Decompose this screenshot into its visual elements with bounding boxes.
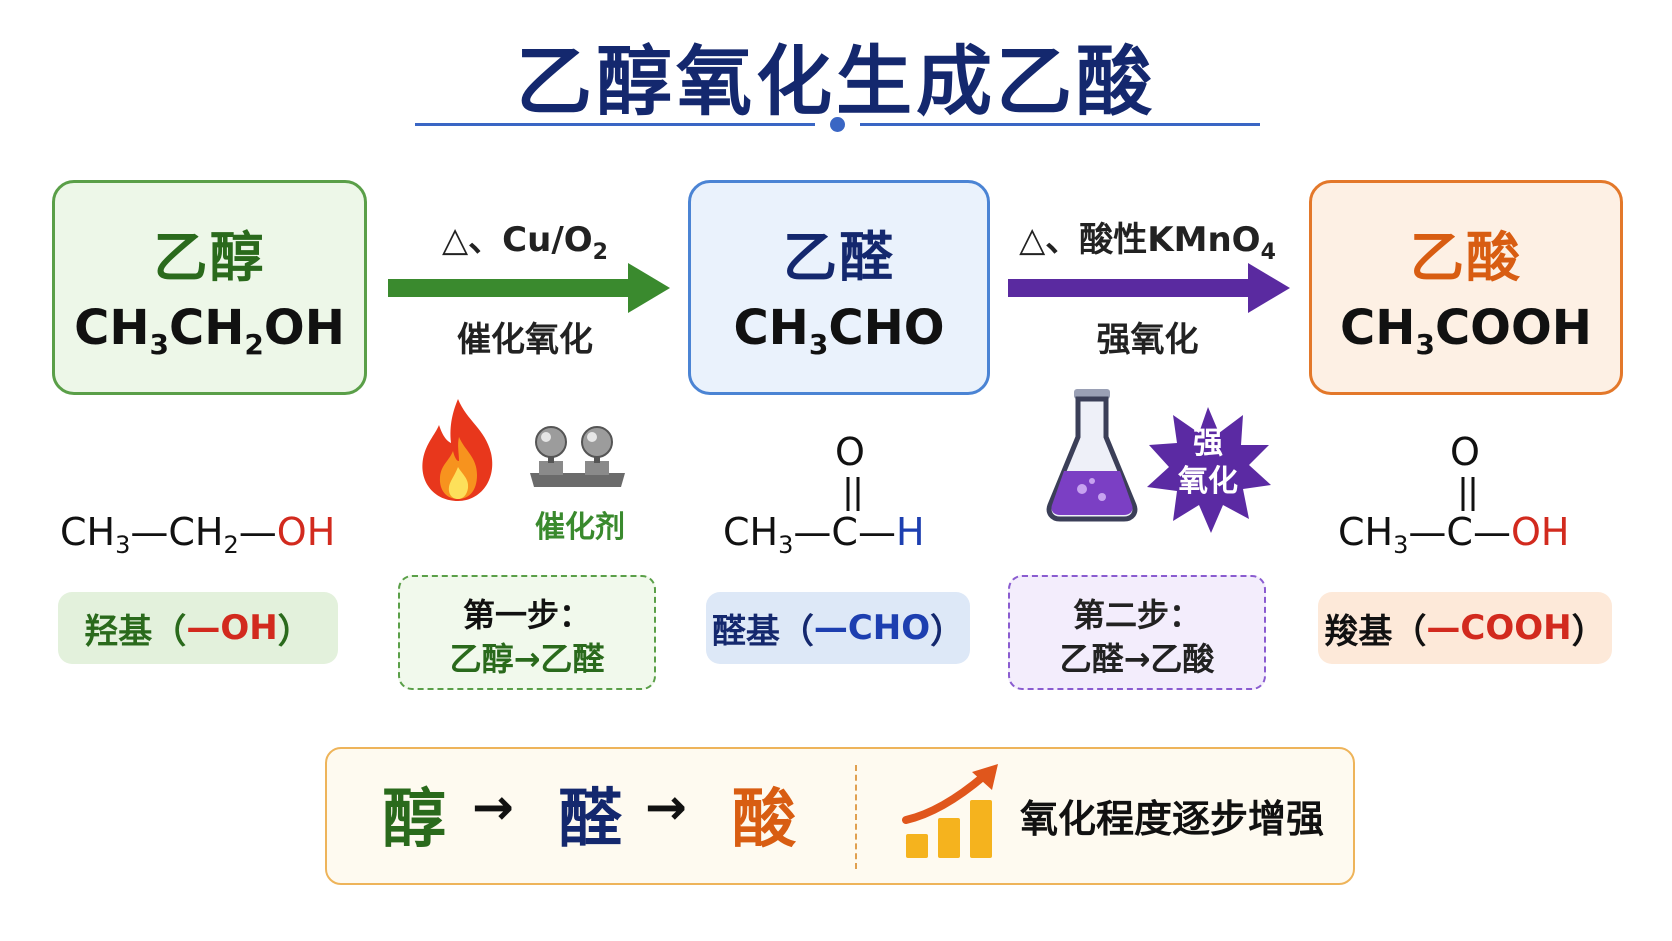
acetaldehyde-oxygen: O xyxy=(835,430,865,474)
arrow1-shape xyxy=(388,263,670,313)
step-two-box: 第二步： 乙醛→乙酸 xyxy=(1008,575,1266,690)
acetic-acid-box: 乙酸 CH3COOH xyxy=(1309,180,1623,395)
acetaldehyde-double-bond xyxy=(846,477,860,511)
catalyst-label: 催化剂 xyxy=(535,510,625,545)
flask-icon xyxy=(1046,389,1138,522)
acetic-acid-name: 乙酸 xyxy=(1410,226,1522,289)
acetaldehyde-structure: O CH3—C—H xyxy=(723,430,983,560)
burst-label: 强 氧化 xyxy=(1178,426,1238,499)
acetaldehyde-formula: CH3CHO xyxy=(733,300,945,361)
acetaldehyde-chain: CH3—C—H xyxy=(723,510,925,559)
acetaldehyde-name: 乙醛 xyxy=(783,226,895,289)
fire-icon xyxy=(422,399,493,501)
summary-alcohol: 醇 xyxy=(382,783,446,857)
growth-chart-icon xyxy=(902,764,998,858)
acetic-acid-double-bond xyxy=(1461,477,1475,511)
step-one-box: 第一步： 乙醇→乙醛 xyxy=(398,575,656,690)
step-two-title: 第二步： xyxy=(1072,596,1201,634)
summary-aldehyde: 醛 xyxy=(558,783,622,857)
arrow2-shape xyxy=(1008,263,1290,313)
summary-arrow-1: → xyxy=(472,778,514,836)
acetic-acid-structure: O CH3—C—OH xyxy=(1338,430,1628,560)
acetic-acid-chain: CH3—C—OH xyxy=(1338,510,1570,559)
ethanol-structure: CH3—CH2—OH xyxy=(60,510,336,559)
title-divider-left xyxy=(415,123,815,126)
acetaldehyde-box: 乙醛 CH3CHO xyxy=(688,180,990,395)
arrow1-label: 催化氧化 xyxy=(457,320,593,360)
ethanol-name: 乙醇 xyxy=(153,226,266,289)
summary-divider xyxy=(855,765,857,869)
acetic-acid-oxygen: O xyxy=(1450,430,1480,474)
title-divider-right xyxy=(860,123,1260,126)
burst-icon xyxy=(1147,407,1271,533)
carboxyl-group-pill: 羧基（—COOH） xyxy=(1318,592,1612,664)
arrow2-label: 强氧化 xyxy=(1096,320,1199,360)
hydroxyl-group-pill: 羟基（—OH） xyxy=(58,592,338,664)
ethanol-formula: CH3CH2OH xyxy=(74,300,345,361)
arrow1-condition: △、Cu/O2 xyxy=(442,220,608,265)
summary-text: 氧化程度逐步增强 xyxy=(1020,797,1325,841)
arrow2-condition: △、酸性KMnO4 xyxy=(1019,220,1276,265)
summary-arrow-2: → xyxy=(645,778,687,836)
ethanol-box: 乙醇 CH3CH2OH xyxy=(52,180,367,395)
title-divider-dot xyxy=(830,117,845,132)
aldehyde-group-pill: 醛基（—CHO） xyxy=(706,592,970,664)
summary-acid: 酸 xyxy=(732,783,796,857)
page-title: 乙醇氧化生成乙酸 xyxy=(516,37,1156,126)
step-one-title: 第一步： xyxy=(462,596,591,634)
summary-panel xyxy=(325,747,1355,885)
acetic-acid-formula: CH3COOH xyxy=(1340,300,1592,361)
step-two-text: 乙醛→乙酸 xyxy=(1059,640,1215,678)
catalyst-icon xyxy=(530,426,625,487)
step-one-text: 乙醇→乙醛 xyxy=(449,640,605,678)
